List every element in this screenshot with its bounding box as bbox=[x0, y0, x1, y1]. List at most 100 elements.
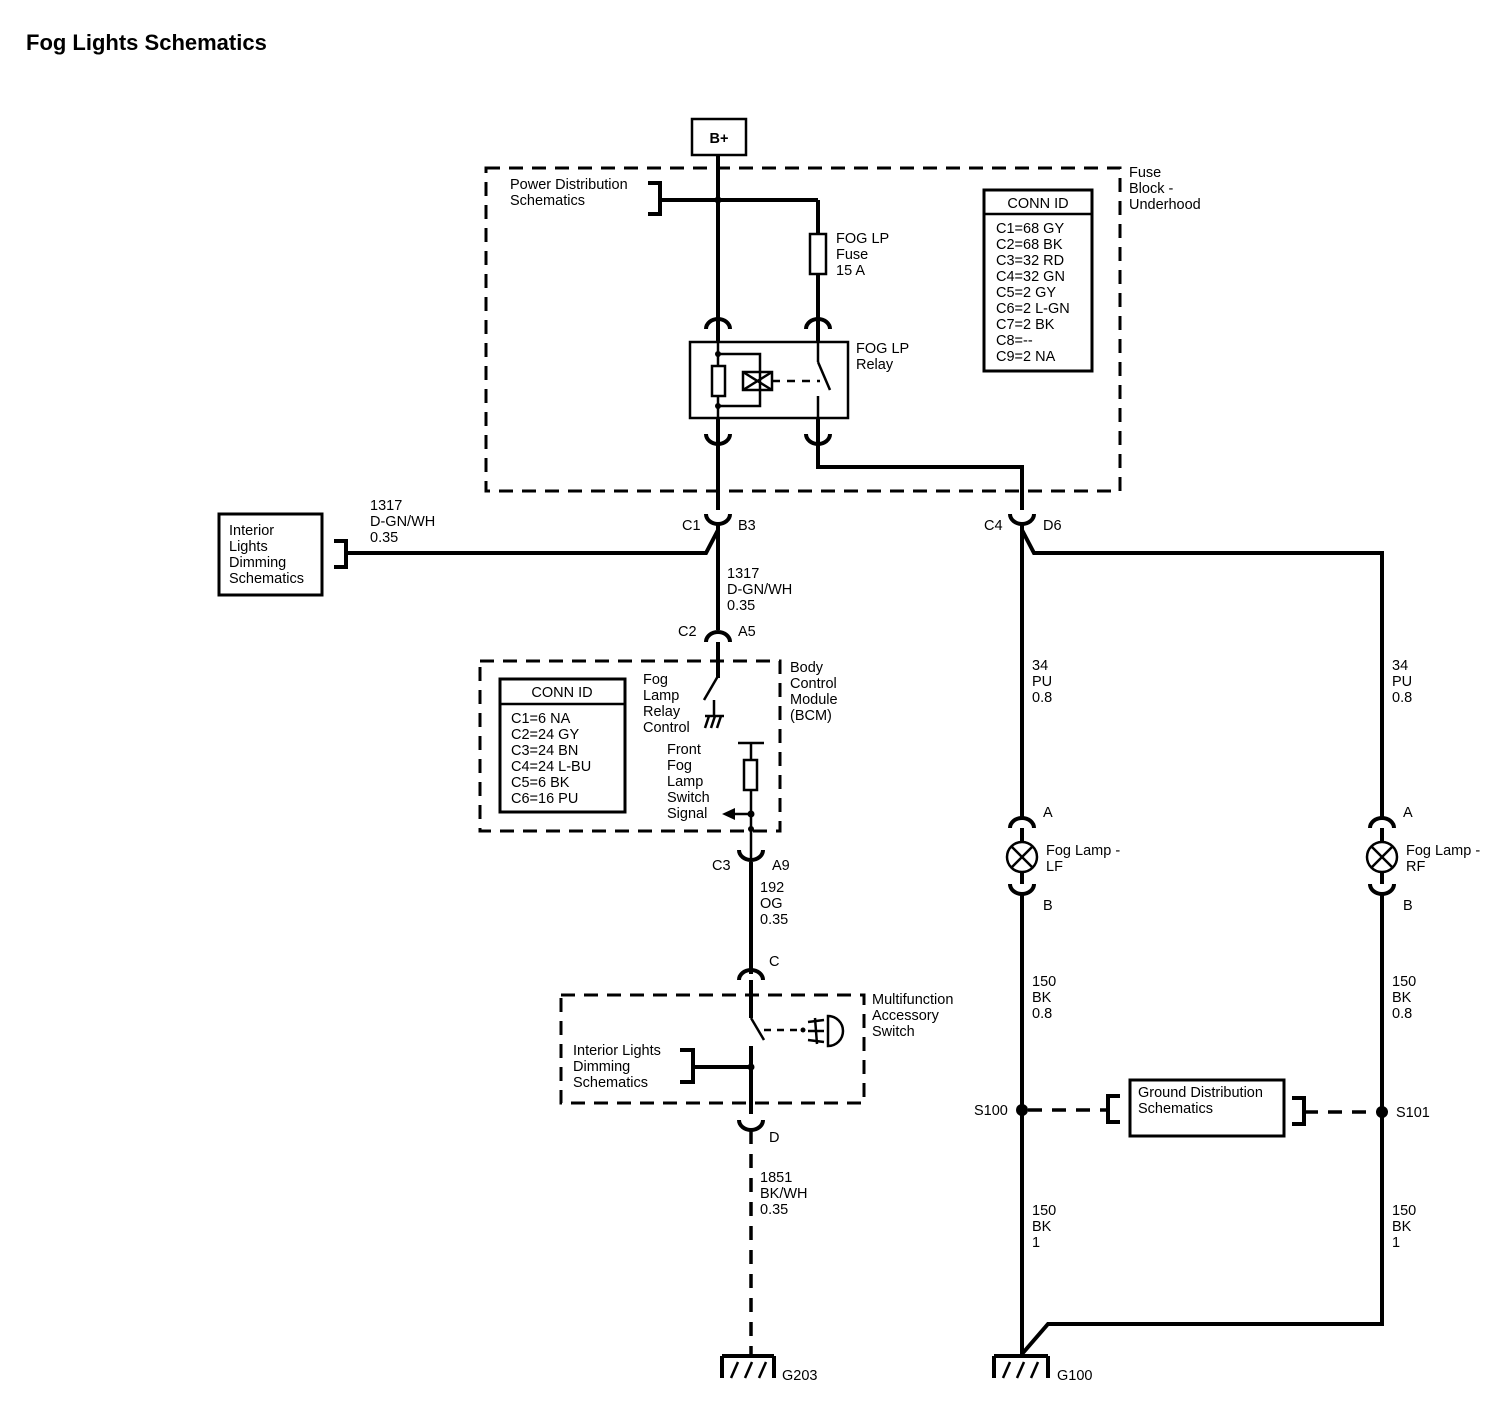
ground-distribution-reference: Ground Distribution Schematics bbox=[1138, 1085, 1263, 1117]
connector-c4-d6 bbox=[1008, 513, 1036, 526]
svg-text:0.35: 0.35 bbox=[760, 912, 788, 928]
svg-text:BK: BK bbox=[1032, 1219, 1052, 1235]
multifunction-accessory-switch-name: Multifunction Accessory Switch bbox=[872, 992, 953, 1040]
connector-c1-b3 bbox=[704, 513, 732, 526]
svg-text:(BCM): (BCM) bbox=[790, 708, 832, 724]
svg-text:Fuse: Fuse bbox=[1129, 165, 1161, 181]
svg-text:Relay: Relay bbox=[856, 357, 894, 373]
svg-text:34: 34 bbox=[1392, 658, 1408, 674]
svg-text:C7=2 BK: C7=2 BK bbox=[996, 317, 1055, 333]
svg-text:Fog Lamp -: Fog Lamp - bbox=[1046, 843, 1120, 859]
power-distribution-bracket bbox=[648, 181, 662, 216]
interior-dimming-bracket bbox=[334, 539, 348, 569]
svg-text:Body: Body bbox=[790, 660, 824, 676]
svg-text:Interior Lights: Interior Lights bbox=[573, 1043, 661, 1059]
connector-d bbox=[737, 1119, 765, 1132]
bcm-conn-id-table bbox=[498, 677, 627, 814]
bcm-conn-list: C1=6 NA C2=24 GY C3=24 BN C4=24 L-BU C5=… bbox=[511, 711, 591, 807]
fog-lp-relay bbox=[688, 340, 850, 420]
svg-text:C6=2 L-GN: C6=2 L-GN bbox=[996, 301, 1070, 317]
interior-lights-dimming-reference: Interior Lights Dimming Schematics bbox=[229, 523, 304, 587]
svg-text:0.35: 0.35 bbox=[727, 598, 755, 614]
wire-34-rf-label: 34 PU 0.8 bbox=[1392, 658, 1412, 706]
front-fog-lamp-switch-signal-circuit bbox=[722, 741, 764, 862]
svg-text:Control: Control bbox=[790, 676, 837, 692]
interior-dimming-bracket bbox=[680, 1048, 695, 1084]
svg-text:Fog Lamp -: Fog Lamp - bbox=[1406, 843, 1480, 859]
svg-text:Front: Front bbox=[667, 742, 701, 758]
svg-text:C3=32 RD: C3=32 RD bbox=[996, 253, 1064, 269]
connector-b3-label: B3 bbox=[738, 518, 756, 534]
ground-distribution-bracket-left bbox=[1106, 1094, 1120, 1124]
svg-text:1851: 1851 bbox=[760, 1170, 792, 1186]
svg-text:Fog: Fog bbox=[667, 758, 692, 774]
fog-lamp-rf-symbol bbox=[1365, 840, 1399, 874]
wire-1317-to-interior-dimming bbox=[348, 524, 720, 555]
svg-text:Lamp: Lamp bbox=[667, 774, 703, 790]
svg-text:0.8: 0.8 bbox=[1032, 1006, 1052, 1022]
wire-1317-left-label: 1317 D-GN/WH 0.35 bbox=[370, 498, 435, 546]
svg-text:Relay: Relay bbox=[643, 704, 681, 720]
svg-text:Fuse: Fuse bbox=[836, 247, 868, 263]
svg-text:FOG LP: FOG LP bbox=[856, 341, 909, 357]
svg-text:Fog: Fog bbox=[643, 672, 668, 688]
svg-text:D-GN/WH: D-GN/WH bbox=[370, 514, 435, 530]
fog-lp-fuse-label: FOG LP Fuse 15 A bbox=[836, 231, 889, 279]
connector-c-label: C bbox=[769, 954, 779, 970]
b-plus-label: B+ bbox=[710, 131, 729, 147]
svg-text:Schematics: Schematics bbox=[510, 193, 585, 209]
connector-c4-label: C4 bbox=[984, 518, 1003, 534]
svg-text:150: 150 bbox=[1032, 1203, 1056, 1219]
page-title: Fog Lights Schematics bbox=[26, 30, 267, 55]
rf-lamp-pin-a: A bbox=[1403, 805, 1413, 821]
svg-text:150: 150 bbox=[1392, 974, 1416, 990]
svg-text:150: 150 bbox=[1392, 1203, 1416, 1219]
relay-connector-top-left bbox=[704, 317, 732, 330]
svg-text:1317: 1317 bbox=[370, 498, 402, 514]
conn-id-title: CONN ID bbox=[1007, 196, 1068, 212]
svg-text:150: 150 bbox=[1032, 974, 1056, 990]
bcm-relay-control-switch bbox=[702, 675, 724, 729]
rf-lamp-pin-b: B bbox=[1403, 898, 1413, 914]
wire-150-lf-upper-label: 150 BK 0.8 bbox=[1032, 974, 1056, 1022]
wire-150-rf-lower-label: 150 BK 1 bbox=[1392, 1203, 1416, 1251]
svg-text:0.8: 0.8 bbox=[1392, 690, 1412, 706]
relay-switch-contact bbox=[816, 342, 832, 418]
connector-c1-label: C1 bbox=[682, 518, 701, 534]
svg-text:Power Distribution: Power Distribution bbox=[510, 177, 628, 193]
svg-text:C4=24 L-BU: C4=24 L-BU bbox=[511, 759, 591, 775]
body-control-module bbox=[478, 659, 782, 833]
connector-c3-a9 bbox=[737, 849, 765, 862]
wire-150-lf-lower-label: 150 BK 1 bbox=[1032, 1203, 1056, 1251]
wire-150-rf-upper-label: 150 BK 0.8 bbox=[1392, 974, 1416, 1022]
connector-d6-label: D6 bbox=[1043, 518, 1062, 534]
svg-text:FOG LP: FOG LP bbox=[836, 231, 889, 247]
svg-text:0.35: 0.35 bbox=[370, 530, 398, 546]
splice-s100 bbox=[1016, 1104, 1028, 1116]
fuse-block-name: Fuse Block - Underhood bbox=[1129, 165, 1201, 213]
relay-load-wire bbox=[816, 434, 1024, 510]
svg-text:Dimming: Dimming bbox=[573, 1059, 630, 1075]
svg-text:C2=24 GY: C2=24 GY bbox=[511, 727, 579, 743]
ground-g100-symbol bbox=[992, 1354, 1050, 1379]
svg-text:0.8: 0.8 bbox=[1392, 1006, 1412, 1022]
wire-1851-label: 1851 BK/WH 0.35 bbox=[760, 1170, 808, 1218]
svg-text:Switch: Switch bbox=[667, 790, 710, 806]
fuse-block-conn-list: C1=68 GY C2=68 BK C3=32 RD C4=32 GN C5=2… bbox=[996, 221, 1070, 365]
svg-text:34: 34 bbox=[1032, 658, 1048, 674]
svg-text:BK/WH: BK/WH bbox=[760, 1186, 808, 1202]
svg-text:LF: LF bbox=[1046, 859, 1063, 875]
connector-a9-label: A9 bbox=[772, 858, 790, 874]
svg-text:C4=32 GN: C4=32 GN bbox=[996, 269, 1065, 285]
splice-s100-label: S100 bbox=[974, 1103, 1008, 1119]
svg-text:C3=24 BN: C3=24 BN bbox=[511, 743, 578, 759]
fog-lamp-lf-label: Fog Lamp - LF bbox=[1046, 843, 1120, 875]
connector-c2-label: C2 bbox=[678, 624, 697, 640]
svg-text:Block -: Block - bbox=[1129, 181, 1173, 197]
svg-text:Underhood: Underhood bbox=[1129, 197, 1201, 213]
ground-distribution-box bbox=[1128, 1078, 1286, 1138]
interior-lights-dimming-box bbox=[217, 512, 324, 597]
fog-lamp-lf-symbol bbox=[1005, 840, 1039, 874]
svg-text:C5=6 BK: C5=6 BK bbox=[511, 775, 570, 791]
